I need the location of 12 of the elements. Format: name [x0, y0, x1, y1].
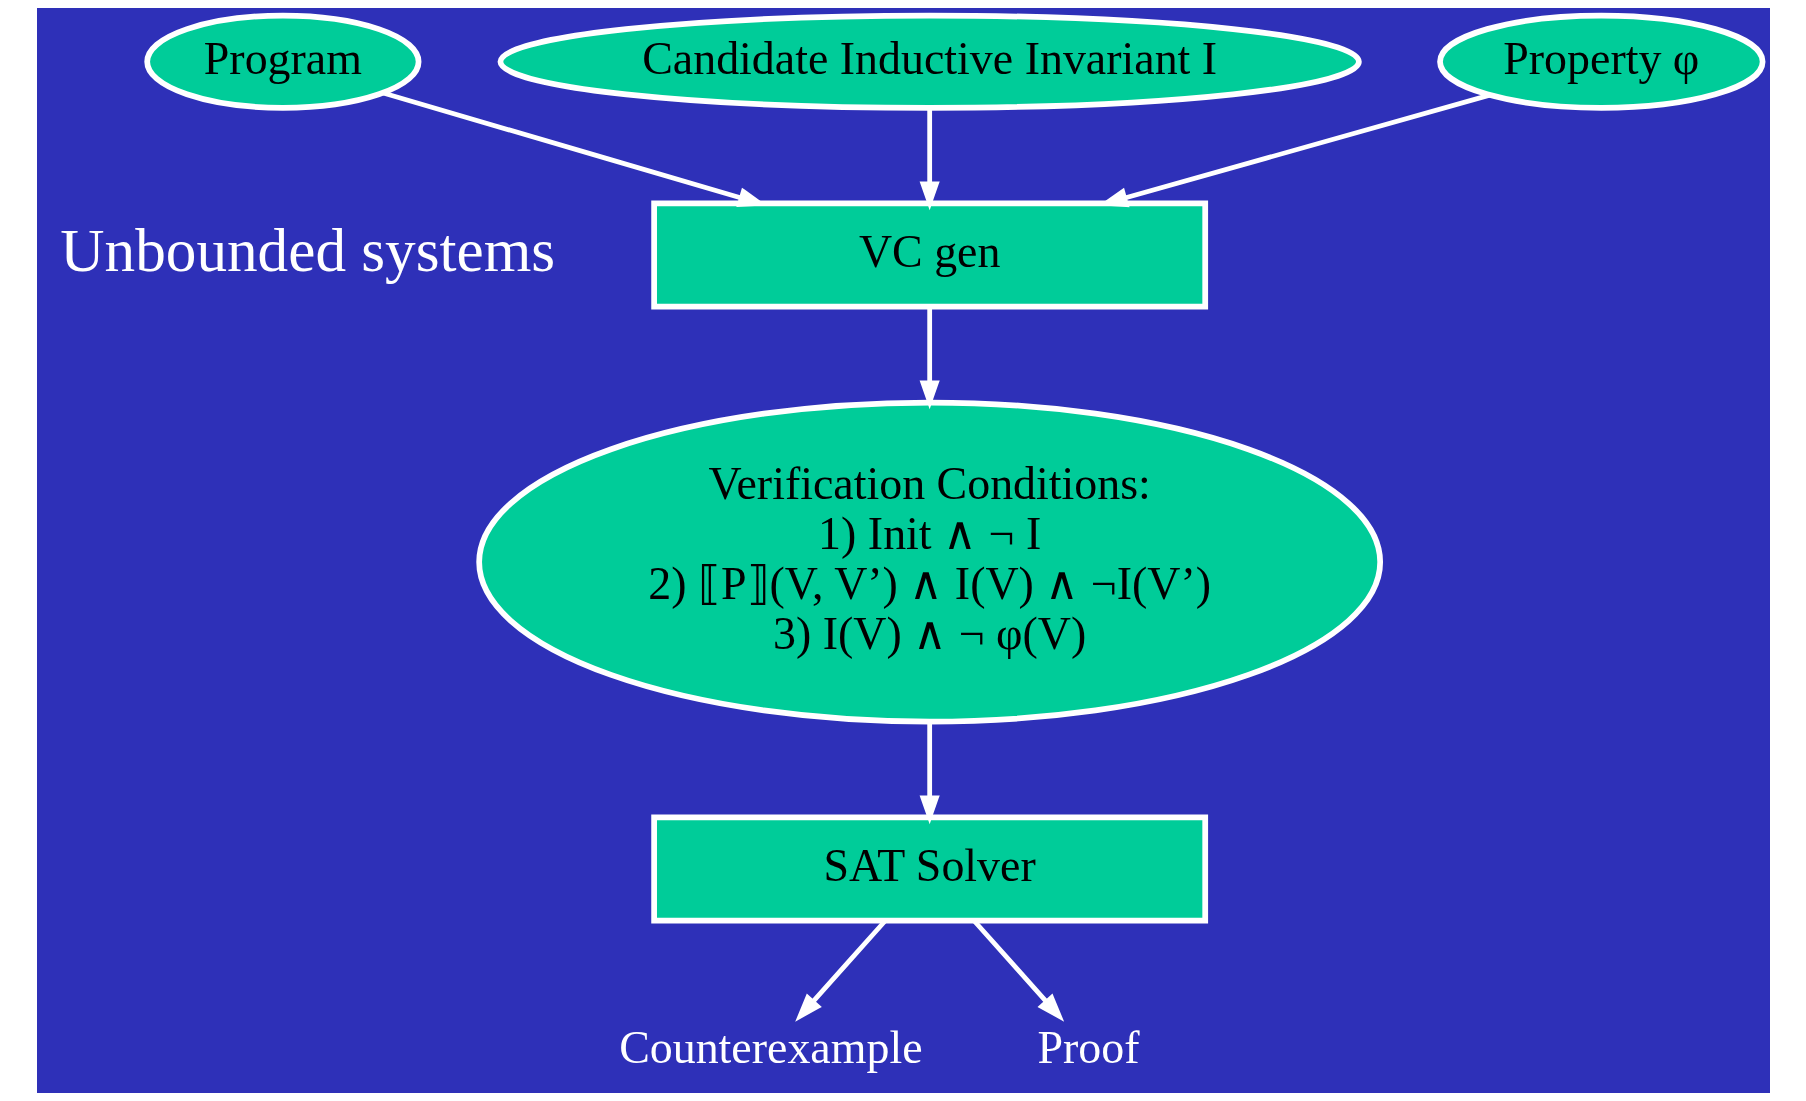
- node-box: SAT Solver: [650, 814, 1208, 924]
- arrow: [919, 108, 940, 211]
- node-text: Counterexample: [618, 1021, 923, 1073]
- node-ellipse: Verification Conditions: 1) Init ∧ ¬ I 2) ⟦P⟧(V, V’) ∧ I(V) ∧ ¬I(V’) 3) I(V) ∧ ¬ φ(V): [475, 399, 1383, 725]
- node-box: VC gen: [650, 200, 1208, 310]
- node-ellipse: Candidate Inductive Invariant I: [497, 12, 1362, 111]
- node-ellipse: Property φ: [1436, 12, 1765, 111]
- label: Unbounded systems: [59, 215, 555, 284]
- node-ellipse: Program: [143, 12, 421, 111]
- node-text: Proof: [1036, 1021, 1139, 1073]
- arrow: [919, 307, 940, 410]
- arrow: [919, 721, 940, 825]
